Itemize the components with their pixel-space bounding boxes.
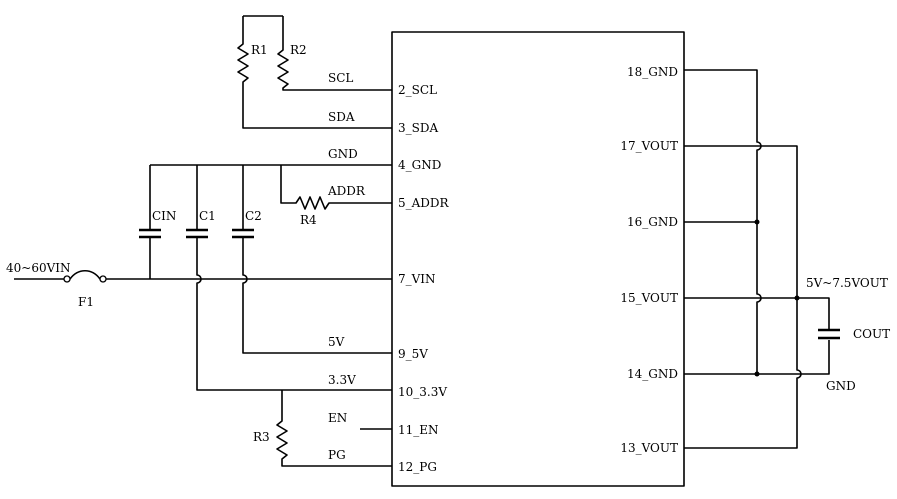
r4-label: R4 bbox=[300, 213, 317, 227]
input-capacitors bbox=[139, 165, 392, 391]
resistor-r4 bbox=[280, 165, 392, 210]
pin-label-sda: 3_SDA bbox=[398, 121, 438, 135]
pin-label-16-gnd: 16_GND bbox=[627, 215, 678, 229]
net-label-3v3: 3.3V bbox=[328, 373, 356, 387]
pin-label-gnd: 4_GND bbox=[398, 158, 441, 172]
pin-label-15-vout: 15_VOUT bbox=[620, 291, 678, 305]
cin-label: CIN bbox=[152, 209, 176, 223]
pin-label-14-gnd: 14_GND bbox=[627, 367, 678, 381]
pin-label-vin: 7_VIN bbox=[398, 272, 436, 286]
ic-body bbox=[391, 31, 685, 487]
net-label-sda: SDA bbox=[328, 110, 355, 124]
net-label-addr: ADDR bbox=[327, 184, 366, 198]
net-label-gnd: GND bbox=[328, 147, 358, 161]
c1-label: C1 bbox=[199, 209, 216, 223]
net-label-en: EN bbox=[328, 411, 347, 425]
pin-label-pg: 12_PG bbox=[398, 460, 437, 474]
pin-label-5v: 9_5V bbox=[398, 347, 428, 361]
net-label-out-gnd: GND bbox=[826, 379, 856, 393]
pin-label-18-gnd: 18_GND bbox=[627, 65, 678, 79]
pin-label-13-vout: 13_VOUT bbox=[620, 441, 678, 455]
pullup-resistors bbox=[237, 15, 392, 129]
output-capacitor bbox=[818, 328, 840, 340]
net-label-pg: PG bbox=[328, 448, 346, 462]
f1-label: F1 bbox=[78, 295, 94, 309]
pin-label-en: 11_EN bbox=[398, 423, 439, 437]
r1-label: R1 bbox=[251, 43, 268, 57]
vin-line bbox=[14, 269, 392, 283]
pin-label-scl: 2_SCL bbox=[398, 83, 437, 97]
resistor-r3 bbox=[276, 390, 392, 467]
pin-label-addr: 5_ADDR bbox=[398, 196, 450, 210]
net-label-scl: SCL bbox=[328, 71, 353, 85]
r3-label: R3 bbox=[253, 430, 270, 444]
net-label-vout: 5V~7.5VOUT bbox=[806, 276, 888, 290]
cout-label: COUT bbox=[853, 327, 890, 341]
c2-label: C2 bbox=[245, 209, 262, 223]
net-label-5v: 5V bbox=[328, 335, 345, 349]
pin-label-3v3: 10_3.3V bbox=[398, 385, 447, 399]
output-network bbox=[684, 69, 830, 449]
r2-label: R2 bbox=[290, 43, 307, 57]
net-label-vin: 40~60VIN bbox=[6, 261, 71, 275]
pin-label-17-vout: 17_VOUT bbox=[620, 139, 678, 153]
